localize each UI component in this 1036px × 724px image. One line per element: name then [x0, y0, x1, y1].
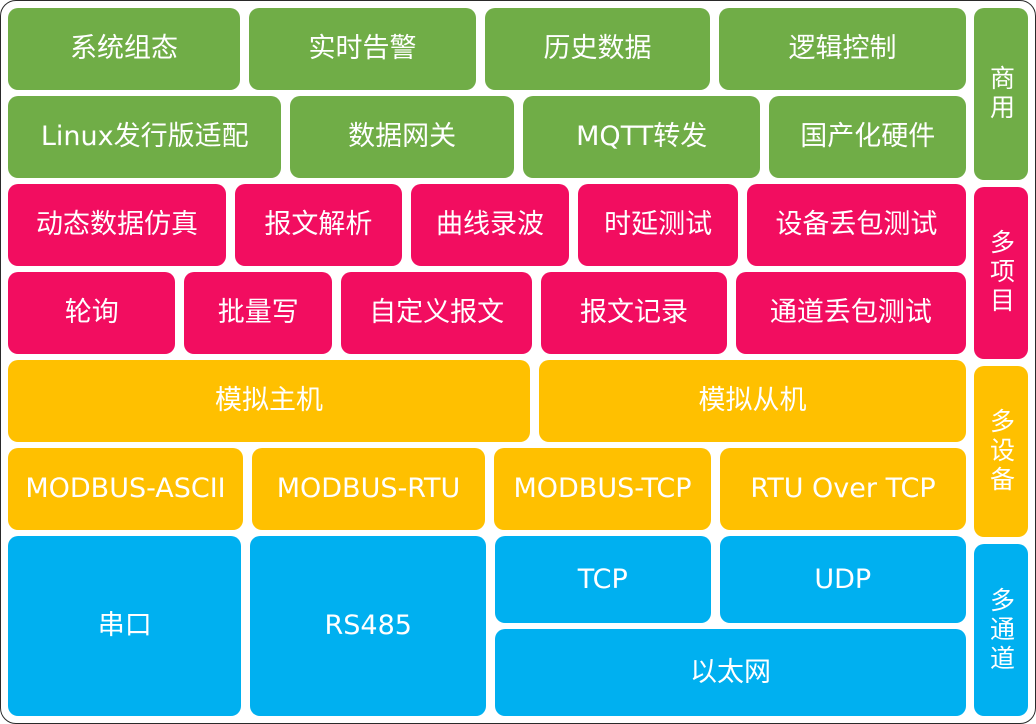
- row-commercial-features: 系统组态 实时告警 历史数据 逻辑控制: [8, 8, 966, 90]
- block-udp: UDP: [719, 536, 966, 623]
- block-batch-write: 批量写: [184, 272, 332, 354]
- block-simulate-master: 模拟主机: [8, 360, 530, 442]
- diagram-main-area: 系统组态 实时告警 历史数据 逻辑控制 Linux发行版适配 数据网关 MQTT…: [8, 8, 966, 716]
- row-project-tools-2: 轮询 批量写 自定义报文 报文记录 通道丢包测试: [8, 272, 966, 354]
- block-history-data: 历史数据: [485, 8, 710, 90]
- block-device-packet-loss-test: 设备丢包测试: [746, 184, 966, 266]
- block-modbus-rtu: MODBUS-RTU: [251, 448, 485, 530]
- block-dynamic-data-simulation: 动态数据仿真: [8, 184, 227, 266]
- block-rtu-over-tcp: RTU Over TCP: [720, 448, 966, 530]
- block-ethernet: 以太网: [494, 629, 966, 716]
- block-channel-packet-loss-test: 通道丢包测试: [735, 272, 966, 354]
- block-system-config: 系统组态: [8, 8, 240, 90]
- row-commercial-platform: Linux发行版适配 数据网关 MQTT转发 国产化硬件: [8, 96, 966, 178]
- block-tcp: TCP: [494, 536, 711, 623]
- block-curve-recording: 曲线录波: [410, 184, 570, 266]
- block-linux-distro-adapt: Linux发行版适配: [8, 96, 282, 178]
- side-label-commercial: 商用: [974, 8, 1028, 180]
- block-modbus-ascii: MODBUS-ASCII: [8, 448, 243, 530]
- side-label-multi-project: 多项目: [974, 186, 1028, 359]
- diagram-side-labels: 商用 多项目 多设备 多通道: [974, 8, 1028, 716]
- block-latency-test: 时延测试: [578, 184, 738, 266]
- block-custom-frame: 自定义报文: [340, 272, 533, 354]
- block-mqtt-forward: MQTT转发: [522, 96, 761, 178]
- block-realtime-alarm: 实时告警: [249, 8, 476, 90]
- block-logic-control: 逻辑控制: [719, 8, 966, 90]
- block-rs485: RS485: [250, 536, 486, 716]
- block-polling: 轮询: [8, 272, 176, 354]
- side-label-multi-device: 多设备: [974, 365, 1028, 538]
- row-project-tools-1: 动态数据仿真 报文解析 曲线录波 时延测试 设备丢包测试: [8, 184, 966, 266]
- rows-channels: 串口 RS485 TCP UDP 以太网: [8, 536, 966, 716]
- row-modbus-protocols: MODBUS-ASCII MODBUS-RTU MODBUS-TCP RTU O…: [8, 448, 966, 530]
- block-frame-parsing: 报文解析: [235, 184, 402, 266]
- block-simulate-slave: 模拟从机: [539, 360, 966, 442]
- row-device-simulation: 模拟主机 模拟从机: [8, 360, 966, 442]
- block-serial-port: 串口: [8, 536, 242, 716]
- block-frame-logging: 报文记录: [541, 272, 727, 354]
- side-label-multi-channel: 多通道: [974, 544, 1028, 716]
- block-modbus-tcp: MODBUS-TCP: [493, 448, 712, 530]
- block-domestic-hardware: 国产化硬件: [769, 96, 966, 178]
- block-data-gateway: 数据网关: [290, 96, 514, 178]
